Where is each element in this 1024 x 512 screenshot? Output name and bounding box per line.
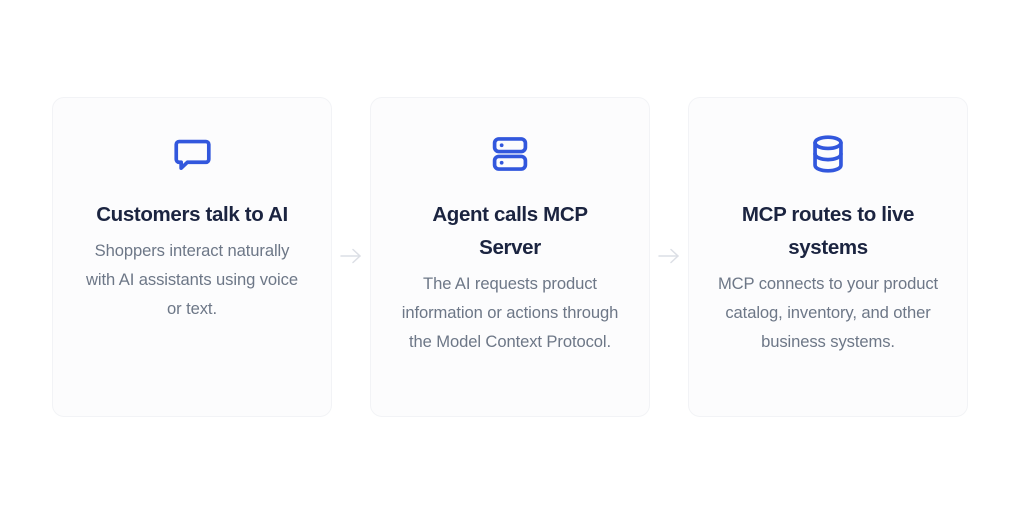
steps-row: Customers talk to AI Shoppers interact n…: [52, 97, 968, 417]
database-icon: [806, 132, 850, 176]
step-title-2: Agent calls MCP Server: [432, 203, 588, 260]
step-card-2: Agent calls MCP Server The AI requests p…: [370, 97, 650, 417]
arrow-right-icon: [658, 248, 679, 264]
step-title-3: MCP routes to live systems: [741, 203, 915, 260]
step-card-3: MCP routes to live systems MCP connects …: [688, 97, 968, 417]
step-connector-2: [650, 97, 688, 417]
step-card-1: Customers talk to AI Shoppers interact n…: [52, 97, 332, 417]
step-description-1: Shoppers interact naturally with AI assi…: [86, 241, 298, 318]
arrow-right-icon: [340, 248, 361, 264]
server-icon: [488, 132, 532, 176]
step-title-1: Customers talk to AI: [96, 203, 288, 226]
chat-bubble-icon: [170, 132, 214, 176]
step-description-2: The AI requests product information or a…: [401, 274, 619, 351]
step-description-3: MCP connects to your product catalog, in…: [717, 274, 939, 351]
step-connector-1: [332, 97, 370, 417]
